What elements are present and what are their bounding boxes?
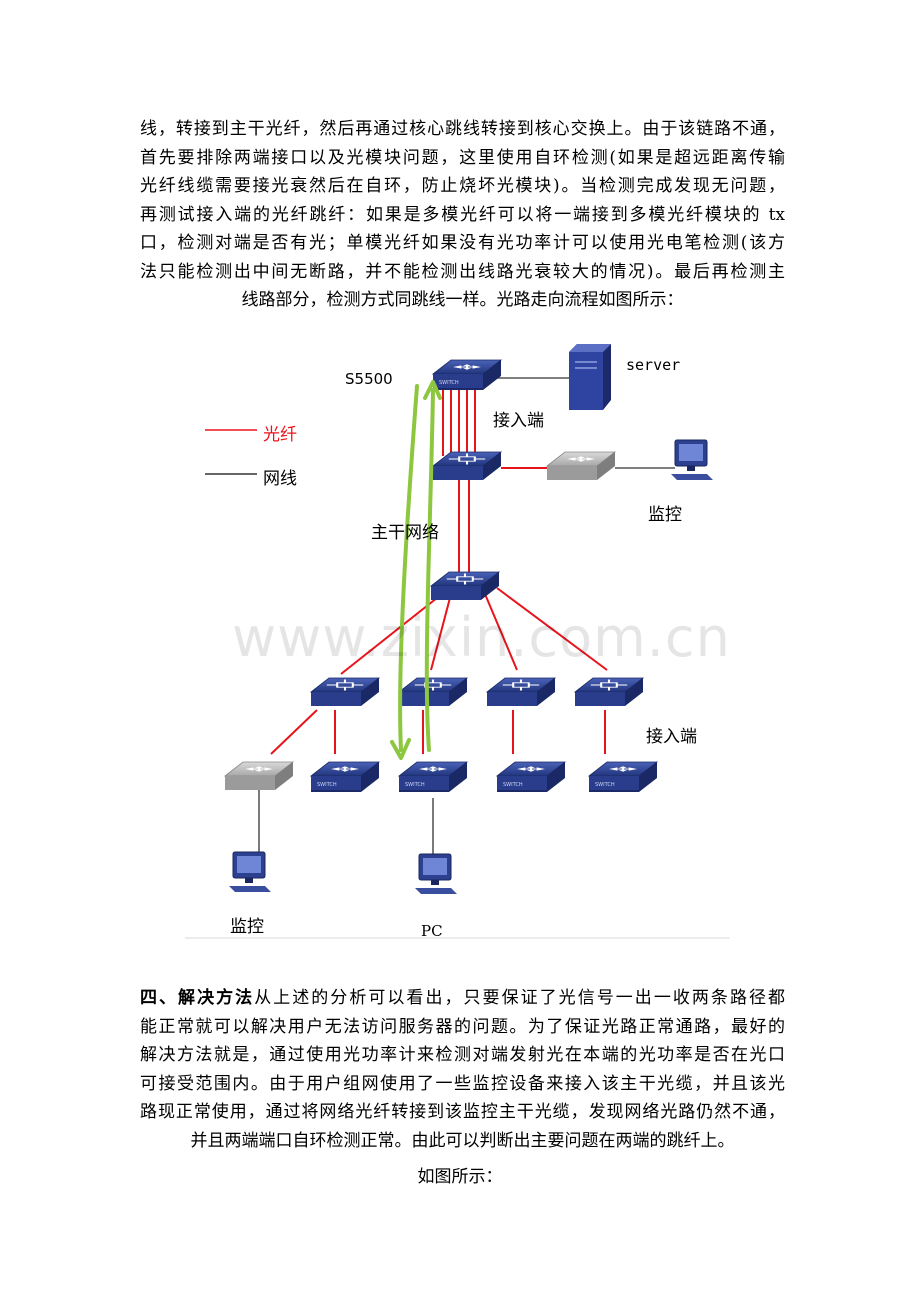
distribution-switch xyxy=(398,677,468,707)
legend-fiber-label: 光纤 xyxy=(263,425,297,445)
access-switch xyxy=(589,762,657,792)
server-label: server xyxy=(626,356,681,374)
monitor-label-bottom: 监控 xyxy=(230,917,264,937)
monitor-computer-icon xyxy=(670,439,714,481)
access-end-label-bottom: 接入端 xyxy=(646,727,697,747)
solution-line: 并且两端端口自环检测正常。由此可以判断出主要问题在两端的跳纤上。 xyxy=(190,1130,735,1151)
intro-line: 再测试接入端的光纤跳纤：如果是多模光纤可以将一端接到多模光纤模块的 tx xyxy=(140,204,785,225)
monitor-switch-top xyxy=(547,452,615,480)
distribution-switch xyxy=(486,677,556,707)
access-switch xyxy=(497,762,565,792)
network-cables xyxy=(258,377,675,858)
solution-line: 路现正常使用，通过将网络光纤转接到该监控主干光缆，发现网络光路仍然不通， xyxy=(140,1102,785,1122)
figure-caption: 如图所示： xyxy=(417,1167,503,1187)
intro-line: 线，转接到主干光纤，然后再通过核心跳线转接到核心交换上。由于该链路不通， xyxy=(140,119,785,139)
watermark: www.zixin.com.cn xyxy=(232,606,731,669)
solution-line-first: 四、解决方法从上述的分析可以看出，只要保证了光信号一出一收两条路径都 xyxy=(140,984,785,1013)
intro-line: 线路部分，检测方式同跳线一样。光路走向流程如图所示： xyxy=(241,290,684,310)
solution-line: 解决方法就是，通过使用光功率计来检测对端发射光在本端的光功率是否在光口 xyxy=(140,1045,785,1065)
intro-line: 光纤线缆需要接光衰然后在自环，防止烧坏光模块)。当检测完成发现无问题， xyxy=(140,176,785,196)
core-switch xyxy=(433,360,501,390)
pc-icon xyxy=(414,853,458,895)
intro-line: 法只能检测出中间无断路，并不能检测出线路光衰较大的情况)。最后再检测主 xyxy=(140,261,785,282)
signal-flow-arrows xyxy=(390,380,442,760)
solution-paragraph: 四、解决方法从上述的分析可以看出，只要保证了光信号一出一收两条路径都 能正常就可… xyxy=(140,984,785,1155)
backbone-label: 主干网络 xyxy=(371,523,439,543)
network-diagram: SWITCH xyxy=(185,338,730,943)
access-switch xyxy=(311,762,379,792)
solution-line: 可接受范围内。由于用户组网使用了一些监控设备来接入该主干光缆，并且该光 xyxy=(140,1073,785,1094)
legend-cable-label: 网线 xyxy=(263,469,297,489)
backbone-switch xyxy=(430,571,500,601)
access-end-label-top: 接入端 xyxy=(493,411,544,431)
access-switch-pc xyxy=(399,762,467,792)
distribution-switch xyxy=(574,677,644,707)
intro-line: 口，检测对端是否有光；单模光纤如果没有光功率计可以使用光电笔检测(该方 xyxy=(140,233,785,253)
access-switch-top xyxy=(432,451,502,481)
server-icon xyxy=(569,344,611,410)
solution-line: 从上述的分析可以看出，只要保证了光信号一出一收两条路径都 xyxy=(254,988,786,1008)
monitor-label-top: 监控 xyxy=(648,505,682,525)
network-fibers xyxy=(270,388,608,755)
intro-line: 首先要排除两端接口以及光模块问题，这里使用自环检测(如果是超远距离传输 xyxy=(140,147,785,168)
monitor-switch-bottom xyxy=(225,762,293,790)
intro-paragraph: 线，转接到主干光纤，然后再通过核心跳线转接到核心交换上。由于该链路不通， 首先要… xyxy=(140,115,785,315)
pc-label: PC xyxy=(421,922,443,940)
solution-line: 能正常就可以解决用户无法访问服务器的问题。为了保证光路正常通路，最好的 xyxy=(140,1016,785,1037)
distribution-switch xyxy=(310,677,380,707)
monitor-computer-icon xyxy=(228,851,272,893)
solution-heading: 四、解决方法 xyxy=(140,988,255,1008)
core-switch-label: S5500 xyxy=(345,370,393,388)
network-diagram-svg: SWITCH xyxy=(185,344,730,939)
